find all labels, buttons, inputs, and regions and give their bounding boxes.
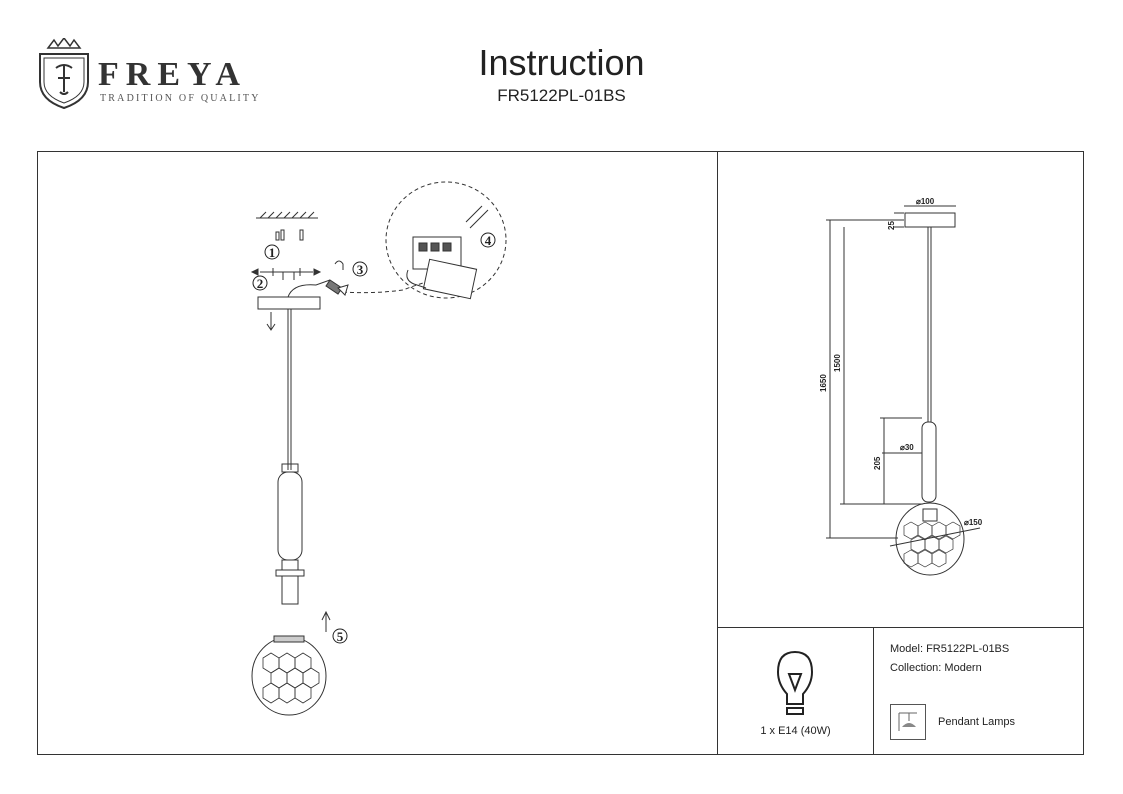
page-title: Instruction xyxy=(478,42,645,83)
shade-outline xyxy=(895,502,965,576)
dim-canopy-height: 25 xyxy=(887,221,896,230)
globe-shade-icon xyxy=(251,636,327,716)
mounting-bracket-icon xyxy=(250,260,344,280)
frame-divider-horizontal xyxy=(717,627,1084,628)
assembly-diagram: 1 2 3 4 5 xyxy=(250,181,507,716)
model-text: Model: FR5122PL-01BS xyxy=(890,643,1010,655)
brand-logo: FREYA TRADITION OF QUALITY xyxy=(34,38,274,110)
dim-cable-length: 1500 xyxy=(833,354,842,372)
ceiling-icon xyxy=(256,211,318,241)
svg-text:5: 5 xyxy=(337,629,344,644)
bulb-spec: 1 x E14 (40W) xyxy=(760,725,831,737)
pendant-lamp-icon xyxy=(890,704,926,740)
dim-canopy-diameter: ⌀100 xyxy=(916,197,935,206)
step-1-marker: 1 xyxy=(264,244,280,260)
canopy-outline xyxy=(904,212,956,228)
svg-text:1: 1 xyxy=(269,245,276,260)
dim-holder-diameter: ⌀30 xyxy=(900,443,914,452)
canopy-icon xyxy=(257,296,321,310)
svg-text:3: 3 xyxy=(357,262,364,277)
model-code: FR5122PL-01BS xyxy=(497,86,626,105)
brand-tagline: TRADITION OF QUALITY xyxy=(100,93,261,104)
brand-name: FREYA xyxy=(98,56,247,93)
step-4-marker: 4 xyxy=(480,232,496,248)
lamp-type-text: Pendant Lamps xyxy=(938,716,1016,728)
dim-shade-diameter: ⌀150 xyxy=(964,518,983,527)
bulb-icon xyxy=(776,650,814,715)
sheet-frame xyxy=(37,151,1084,755)
info-divider xyxy=(873,627,874,755)
svg-text:2: 2 xyxy=(257,276,264,291)
collection-text: Collection: Modern xyxy=(890,662,982,674)
dim-holder-length: 205 xyxy=(873,456,882,470)
dimension-drawing: ⌀100 25 1650 1500 205 ⌀30 ⌀150 xyxy=(819,197,983,576)
terminal-block-icon xyxy=(406,236,478,300)
step-3-marker: 3 xyxy=(352,261,368,277)
detail-circle xyxy=(385,181,507,299)
step-2-marker: 2 xyxy=(252,275,268,291)
frame-divider-vertical xyxy=(717,151,718,755)
step-5-marker: 5 xyxy=(332,628,348,644)
svg-text:4: 4 xyxy=(485,233,492,248)
crest-icon xyxy=(39,38,89,110)
dim-total-height: 1650 xyxy=(819,374,828,392)
